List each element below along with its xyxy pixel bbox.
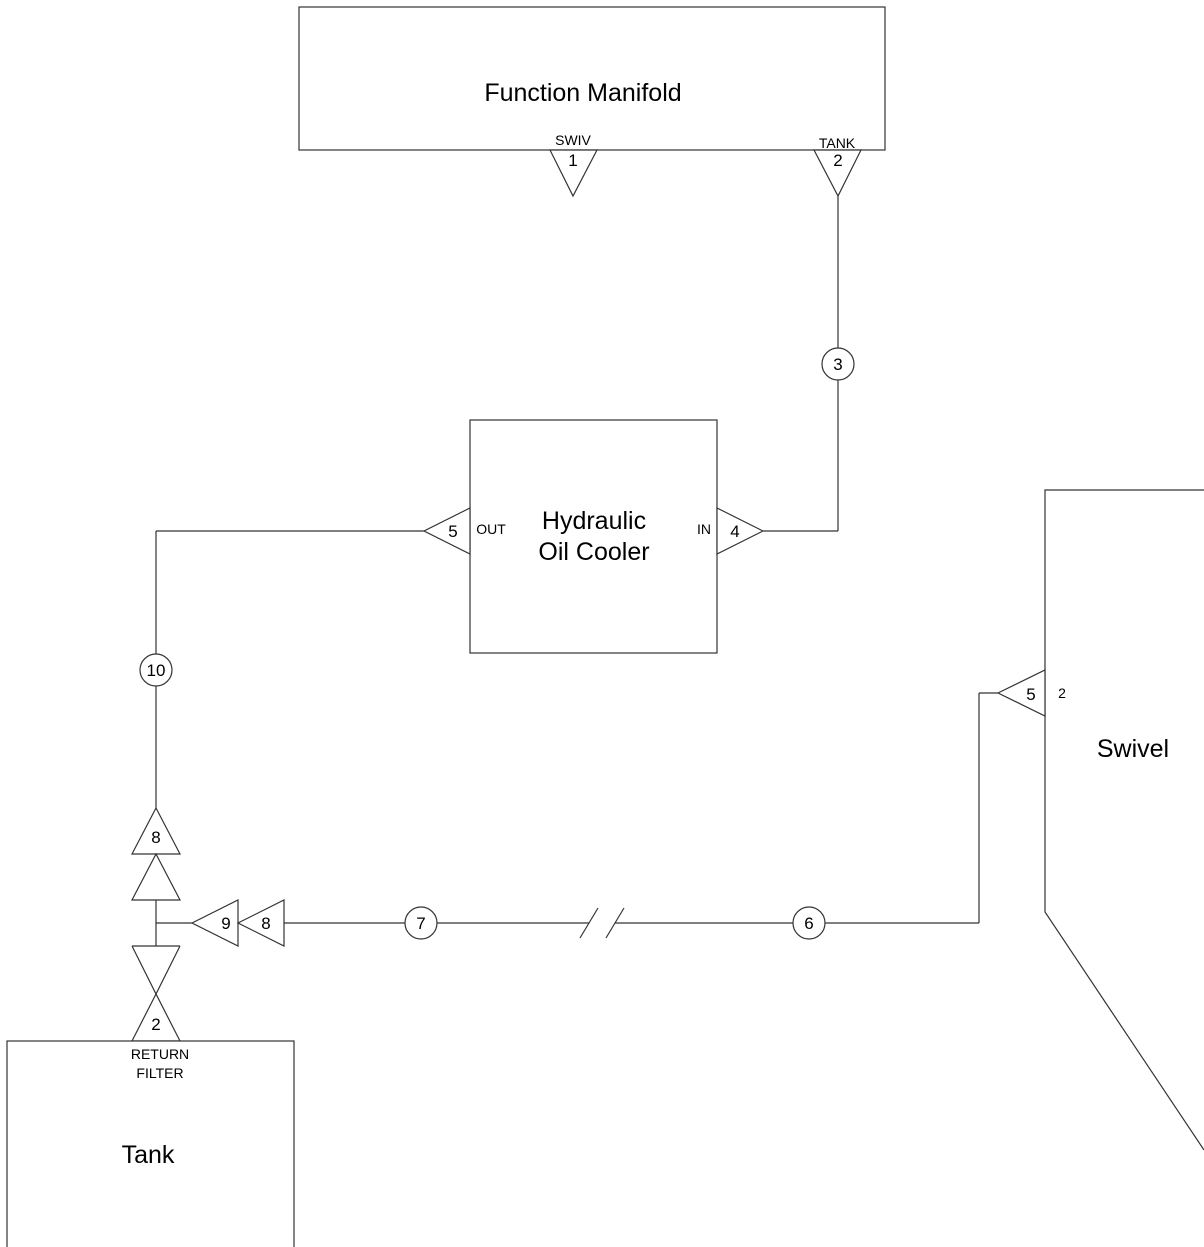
swivel-outline [1044, 489, 1204, 1151]
hose-10-marker [139, 653, 173, 687]
oil-cooler-label-line2: Oil Cooler [538, 538, 649, 566]
function-manifold-box [298, 6, 886, 151]
function-manifold-label: Function Manifold [484, 79, 681, 107]
tee-lower-body [131, 945, 181, 996]
tee-side-fitting [190, 899, 239, 947]
cooler-in-fitting-number: 4 [730, 522, 739, 541]
cooler-in-fitting [716, 507, 765, 555]
return-filter-fitting-number: 2 [151, 1015, 160, 1034]
cooler-out-fitting [422, 507, 471, 555]
swivel-label: Swivel [1097, 735, 1169, 763]
manifold-swiv-fitting-number: 1 [568, 151, 577, 170]
hose-7-number: 7 [416, 914, 425, 933]
oil-cooler-box [469, 419, 718, 654]
tank-box [6, 1040, 295, 1247]
hose-3-number: 3 [833, 355, 842, 374]
swivel-port-label: 2 [1058, 685, 1066, 701]
filter-label: FILTER [136, 1065, 183, 1081]
swivel-out-fitting [996, 669, 1046, 717]
cooler-out-label: OUT [476, 521, 506, 537]
manifold-swiv-fitting [549, 149, 598, 198]
vertical-adapter-number: 8 [151, 828, 160, 847]
tee-side-fitting-number: 9 [221, 914, 230, 933]
tee-upper-fitting [131, 852, 181, 901]
tank-port-label: TANK [819, 135, 856, 151]
cooler-in-label: IN [697, 521, 711, 537]
horizontal-adapter-number: 8 [261, 914, 270, 933]
manifold-tank-fitting-number: 2 [833, 151, 842, 170]
oil-cooler-label-line1: Hydraulic [542, 507, 646, 535]
hose-10-number: 10 [147, 661, 166, 680]
tank-label: Tank [122, 1141, 175, 1169]
swivel-out-fitting-number: 5 [1026, 685, 1035, 704]
line-break-mark-1 [579, 907, 599, 939]
swiv-port-label: SWIV [555, 132, 591, 148]
cooler-out-fitting-number: 5 [448, 522, 457, 541]
return-label: RETURN [131, 1046, 189, 1062]
hose-6-number: 6 [804, 914, 813, 933]
manifold-tank-fitting [813, 149, 862, 198]
hose-3-marker [821, 347, 855, 381]
